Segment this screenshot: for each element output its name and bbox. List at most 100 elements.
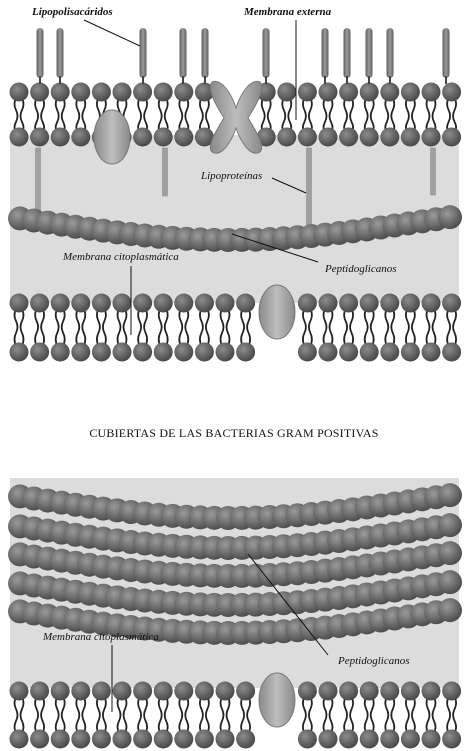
lipid-tail — [308, 97, 313, 132]
lipid-head — [442, 729, 462, 749]
lipid-head — [339, 342, 359, 362]
lipid-head — [400, 729, 420, 749]
lipopolysaccharide-stem — [142, 76, 144, 84]
lipid-head — [442, 127, 462, 147]
lipid-head — [380, 293, 400, 313]
lipid-tail — [405, 308, 410, 347]
phospholipid — [91, 681, 111, 749]
phospholipid — [380, 681, 400, 749]
gram-negative-envelope: Lipopolisacáridos Membrana externa Lipop… — [8, 6, 462, 362]
lipid-tail — [425, 97, 431, 132]
lipid-tail — [96, 696, 101, 734]
lipid-head — [318, 82, 338, 102]
lipid-tail — [75, 308, 81, 347]
lipid-tail — [246, 696, 251, 734]
lipid-tail — [328, 97, 334, 132]
lipid-tail — [287, 97, 293, 132]
lipopolysaccharide-stem — [182, 76, 184, 84]
lipid-tail — [349, 97, 354, 132]
label-peptidoglycans-neg: Peptidoglicanos — [231, 233, 397, 275]
phospholipid — [133, 82, 153, 147]
lipid-head — [400, 82, 420, 102]
lipid-head — [215, 293, 235, 313]
lipid-tail — [240, 696, 245, 734]
lipid-tail — [143, 308, 148, 347]
lipid-head — [421, 127, 441, 147]
phospholipid — [359, 681, 379, 749]
lipid-tail — [178, 696, 184, 734]
lipid-head — [174, 729, 194, 749]
lipid-head — [215, 342, 235, 362]
phospholipid — [297, 82, 317, 147]
lipid-tail — [178, 97, 184, 132]
lipid-head — [153, 293, 173, 313]
lipid-head — [91, 82, 111, 102]
lipid-tail — [322, 308, 328, 347]
lipid-head — [339, 729, 359, 749]
lipid-tail — [446, 696, 451, 734]
peptidoglycan-layer — [8, 205, 462, 252]
lipid-tail — [384, 696, 390, 734]
lipid-head — [30, 127, 50, 147]
lipid-head — [236, 293, 256, 313]
lipid-tail — [75, 696, 81, 734]
lipid-tail — [260, 97, 266, 132]
lipid-tail — [308, 696, 313, 734]
lipid-tail — [199, 97, 204, 132]
phospholipid — [50, 681, 70, 749]
lipid-tail — [122, 308, 128, 347]
lipid-head — [174, 82, 194, 102]
lipid-tail — [384, 97, 390, 132]
phospholipid — [297, 293, 317, 362]
lipid-head — [442, 82, 462, 102]
lipid-head — [236, 342, 256, 362]
lipid-head — [236, 681, 256, 701]
lipopolysaccharide-rod — [442, 28, 450, 78]
lipid-tail — [102, 696, 107, 734]
lipid-tail — [281, 97, 287, 132]
lipopolysaccharide-stem — [445, 76, 447, 84]
lipid-tail — [13, 308, 19, 347]
outer-membrane — [9, 82, 462, 147]
phospholipid — [400, 681, 420, 749]
peptidoglycan-bead — [438, 205, 462, 230]
lipid-head — [194, 729, 214, 749]
lipid-head — [359, 293, 379, 313]
lipid-tail — [384, 308, 390, 347]
lipid-head — [318, 293, 338, 313]
lipid-head — [297, 681, 317, 701]
phospholipid — [421, 681, 441, 749]
phospholipid — [339, 82, 359, 147]
lipid-head — [380, 342, 400, 362]
lipid-head — [71, 127, 91, 147]
lipid-tail — [369, 308, 375, 347]
lipid-head — [318, 342, 338, 362]
lipid-tail — [246, 308, 251, 347]
svg-text:Peptidoglicanos: Peptidoglicanos — [324, 263, 397, 275]
lipid-tail — [446, 308, 451, 347]
phospholipid — [30, 293, 50, 362]
lipid-head — [339, 681, 359, 701]
svg-text:Lipoproteínas: Lipoproteínas — [200, 170, 262, 182]
lipid-tail — [199, 696, 204, 734]
lipid-head — [194, 293, 214, 313]
peptidoglycan-multilayer — [8, 483, 462, 645]
lipid-head — [442, 342, 462, 362]
lipid-tail — [143, 696, 148, 734]
lipid-head — [133, 293, 153, 313]
lipid-tail — [302, 308, 307, 347]
phospholipid — [442, 82, 462, 147]
lipid-head — [297, 127, 317, 147]
lipid-tail — [349, 696, 354, 734]
peptidoglycan-bead — [438, 598, 462, 623]
lipid-head — [174, 342, 194, 362]
lipid-head — [421, 293, 441, 313]
lipid-tail — [116, 308, 122, 347]
lipopolysaccharide-stem — [204, 76, 206, 84]
lipid-tail — [446, 97, 451, 132]
lipid-tail — [425, 696, 431, 734]
lipid-tail — [452, 308, 457, 347]
lipid-head — [112, 293, 132, 313]
phospholipid — [359, 82, 379, 147]
lipid-head — [71, 293, 91, 313]
